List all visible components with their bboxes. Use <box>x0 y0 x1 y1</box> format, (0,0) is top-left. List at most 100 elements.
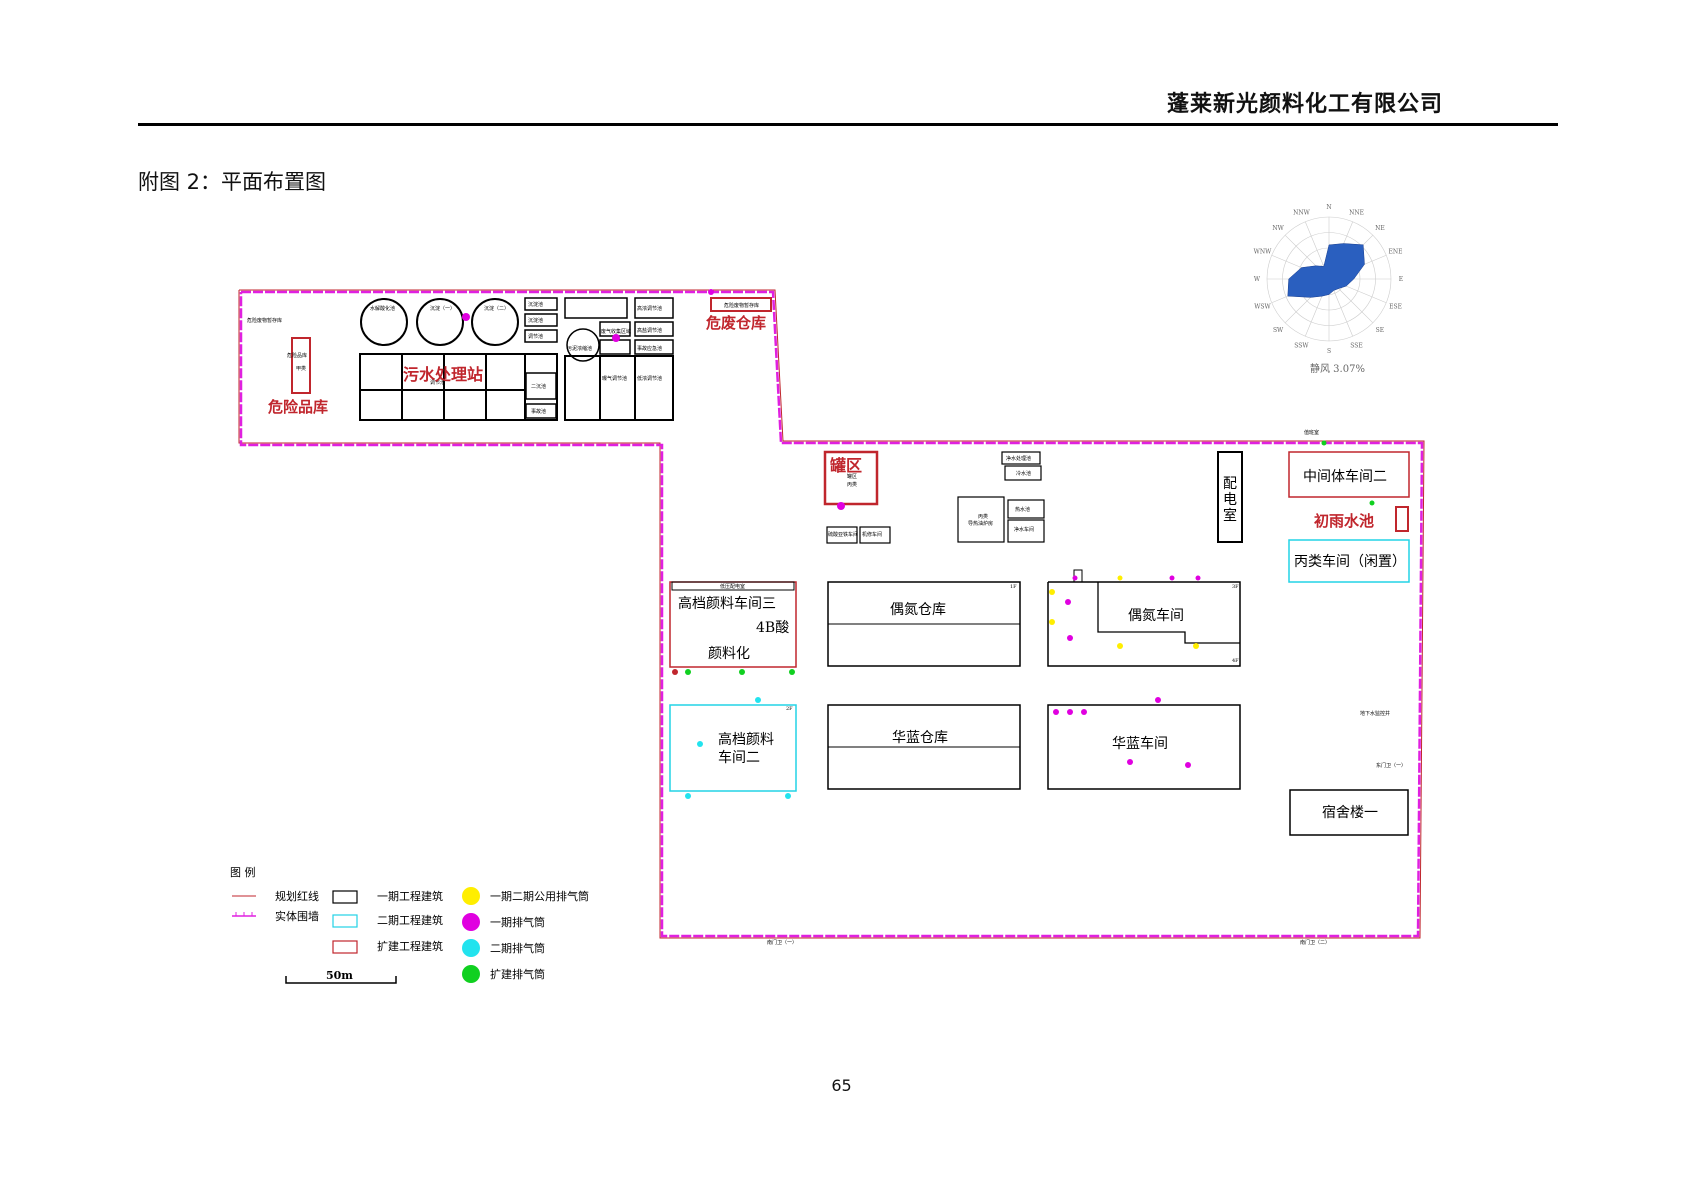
gate-south1-label: 南门卫（一） <box>767 939 797 946</box>
stack-marker <box>1169 575 1175 581</box>
legend-label-2: 一期工程建筑 <box>377 889 443 903</box>
wind-rose-direction-label: ENE <box>1389 248 1403 255</box>
ws-tank-2 <box>416 298 464 346</box>
wind-rose-direction-label: SSE <box>1350 343 1363 350</box>
header-divider <box>138 123 1558 126</box>
figure-caption: 附图 2：平面布置图 <box>138 170 327 194</box>
intermediate-workshop2-label: 中间体车间二 <box>1303 468 1387 485</box>
class-c-workshop-label: 丙类车间（闲置） <box>1294 553 1406 570</box>
stack-marker <box>685 669 691 675</box>
pigmentation-label: 颜料化 <box>708 646 750 662</box>
stack-marker <box>1049 619 1055 625</box>
ws-r12-label: 危险废物暂存库 <box>247 317 282 324</box>
hualan-warehouse-label: 华蓝仓库 <box>892 730 948 746</box>
util-1-label: 净水处理池 <box>1006 455 1031 462</box>
stack-marker <box>1049 589 1055 595</box>
floor-tag-1f: 1F <box>1010 584 1017 590</box>
power-room-label: 配电室 <box>1223 476 1237 524</box>
wind-rose-direction-label: NE <box>1375 225 1385 232</box>
stack-marker <box>1081 709 1087 715</box>
hazardous-storage-inner: 危险品库 <box>287 352 307 359</box>
ws-right-block <box>564 355 674 421</box>
stack-marker <box>672 669 678 675</box>
dormitory1-box <box>1289 789 1409 836</box>
ws-tank1-label: 水解酸化池 <box>370 305 395 312</box>
legend-label-6: 一期排气筒 <box>490 915 545 929</box>
util-9-label: 低压配电室 <box>720 583 745 590</box>
ws-tank2-label: 沉淀（一） <box>430 305 455 312</box>
gate-north-label: 东门卫（一） <box>1376 762 1406 769</box>
company-name: 蓬莱新光颜料化工有限公司 <box>1166 92 1443 117</box>
util-4-label: 净水车间 <box>1014 526 1034 533</box>
ws-r6-label: 污泥浓缩池 <box>567 345 592 352</box>
stack-marker <box>1369 500 1375 506</box>
stack-marker <box>755 697 761 703</box>
floor-tag-3f: 3F <box>1232 584 1239 590</box>
hazardous-storage-box <box>291 337 311 394</box>
groundwater-well-label: 地下水监控井 <box>1360 710 1390 717</box>
dormitory1-label: 宿舍楼一 <box>1322 804 1378 821</box>
stack-marker <box>708 289 714 295</box>
hualan-workshop-box <box>1047 704 1241 790</box>
legend-label-0: 规划红线 <box>275 889 319 903</box>
tank-farm-inner2: 丙类 <box>847 481 857 488</box>
wastewater-station-label: 污水处理站 <box>403 365 483 384</box>
ws-small-labels: 水解酸化池 沉淀（一） 沉淀（二） 沉淀池 沉淀池 调节池 二沉池 事故池 污泥… <box>370 301 662 415</box>
stack-marker <box>785 793 791 799</box>
floor-tag-2f: 2F <box>786 706 793 712</box>
util-7-label: 硫酸亚铁车间 <box>828 531 858 538</box>
wind-rose-direction-label: NW <box>1272 225 1284 232</box>
wind-rose-direction-label: ESE <box>1389 304 1402 311</box>
acid-4b-label: 4B酸 <box>756 620 789 636</box>
tank-farm-inner1: 罐区 <box>847 473 857 480</box>
stack-marker <box>1053 709 1059 715</box>
hazardous-waste-box <box>710 297 772 312</box>
wind-rose-direction-label: WNW <box>1254 248 1272 255</box>
class-c-workshop-box <box>1288 539 1410 583</box>
ws-r9-label: 高盐调节池 <box>637 327 662 334</box>
wind-rose-direction-label: WSW <box>1254 304 1271 311</box>
stack-marker <box>1193 643 1199 649</box>
ws-tank3-label: 沉淀（二） <box>484 305 509 312</box>
stack-marker <box>1117 575 1123 581</box>
wind-calm-label: 静风 3.07% <box>1310 362 1365 375</box>
rain-pool-label: 初雨水池 <box>1314 512 1374 530</box>
stack-marker <box>1195 575 1201 581</box>
sb-gate-label: 值班室 <box>1304 429 1319 436</box>
legend: 图 例 规划红线 实体围墙 一期工程建筑 二期工程建筑 扩建工程建筑 一期二期公… <box>230 865 589 984</box>
azo-warehouse-label: 偶氮仓库 <box>890 602 946 618</box>
util-3-label: 热水池 <box>1015 506 1030 513</box>
stack-marker <box>685 793 691 799</box>
ws-r3-label: 调节池 <box>528 333 543 340</box>
ws-r13-label: 废气收集区域 <box>601 328 631 335</box>
pigment-workshop2-box <box>669 704 797 792</box>
hazardous-storage-label: 危险品库 <box>268 398 328 416</box>
stack-marker <box>739 669 745 675</box>
floor-tag-4f: 4F <box>1232 658 1239 664</box>
scale-bar-label: 50m <box>326 969 353 982</box>
wind-rose-direction-label: NNE <box>1349 209 1364 216</box>
utilities-cluster <box>826 451 1045 544</box>
pigment-workshop3-label: 高档颜料车间三 <box>678 595 776 612</box>
tank-farm-label: 罐区 <box>829 456 862 475</box>
pigment-workshop2-line1: 高档颜料 <box>718 731 774 748</box>
gate-south2-label: 南门卫（二） <box>1300 939 1330 946</box>
stack-marker <box>789 669 795 675</box>
ws-basin <box>359 353 558 421</box>
power-room-char: 室 <box>1223 507 1237 524</box>
stack-marker <box>837 502 845 510</box>
exhaust-stacks <box>462 289 1375 799</box>
hazardous-waste-label: 危废仓库 <box>706 314 766 332</box>
wastewater-station <box>359 297 674 421</box>
ws-tank-3 <box>471 298 519 346</box>
wind-rose-direction-label: S <box>1327 348 1331 355</box>
util-5-label: 丙类 <box>978 513 988 520</box>
azo-workshop-box <box>1047 581 1241 667</box>
intermediate-workshop2-box <box>1288 451 1410 498</box>
wind-rose-direction-label: SW <box>1273 327 1284 334</box>
ws-r2-label: 沉淀池 <box>528 317 543 324</box>
stack-marker <box>1065 599 1071 605</box>
legend-label-7: 二期排气筒 <box>490 941 545 955</box>
